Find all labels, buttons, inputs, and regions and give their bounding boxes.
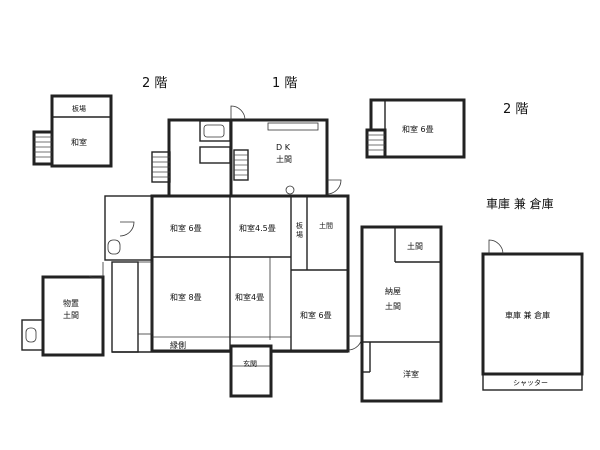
room-label-washitsu-4: 和室4畳: [235, 292, 264, 302]
storage-shed: 物置 土間: [21, 262, 105, 357]
room-label-naya: 納屋: [385, 286, 401, 296]
floor-label-2f-right: 2 階: [503, 102, 528, 117]
room-label-dk: D K: [276, 143, 291, 152]
naya-building: 土間 納屋 土間 洋室: [360, 225, 443, 403]
room-label-genkan: 玄関: [243, 359, 257, 368]
room-label-storage: 物置: [63, 298, 79, 308]
garage-title: 車庫 兼 倉庫: [486, 196, 554, 211]
room-label-naya-doma: 土間: [385, 301, 401, 311]
room-label-itaba-1: 板: [296, 221, 303, 230]
room-label-loft-washitsu: 和室: [71, 137, 87, 147]
room-label-washitsu-45: 和室4.5畳: [239, 223, 276, 233]
room-label-doma-small: 土間: [319, 221, 333, 230]
floor-label-2f-left: 2 階: [142, 76, 167, 91]
room-label-shutter: シャッター: [513, 378, 548, 387]
loft-left: 板場 和室: [32, 94, 113, 168]
room-label-itaba-2: 場: [296, 230, 303, 239]
room-label-garage: 車庫 兼 倉庫: [505, 310, 550, 320]
upper-right-room: 和室 6畳: [365, 98, 466, 159]
garage-building: 車庫 兼 倉庫 シャッター: [481, 239, 584, 391]
floor-label-1f: 1 階: [272, 76, 297, 91]
room-label-washitsu-8: 和室 8畳: [170, 292, 202, 302]
room-label-washitsu-6-lower: 和室 6畳: [300, 310, 332, 320]
room-label-engawa: 縁側: [170, 340, 186, 350]
room-label-upper-right-washitsu: 和室 6畳: [402, 124, 434, 134]
room-label-dk-doma: 土間: [276, 154, 292, 164]
room-label-storage-doma: 土間: [63, 310, 79, 320]
room-label-youshitsu: 洋室: [403, 369, 419, 379]
room-label-naya-doma-top: 土間: [407, 241, 423, 251]
main-house: D K 土間 和室 6畳 和室4.5畳 板 場 土間 和室 8畳 和室4畳 和室…: [104, 105, 363, 398]
room-label-loft-board: 板場: [72, 104, 86, 113]
room-label-washitsu-6-upper: 和室 6畳: [170, 223, 202, 233]
